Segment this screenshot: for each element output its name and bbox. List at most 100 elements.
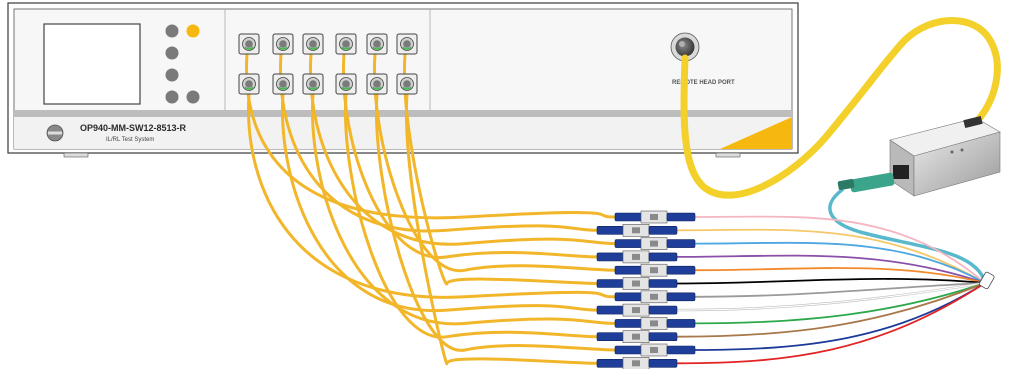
- instrument-chassis: [7, 2, 799, 158]
- port-green-mark: [372, 86, 382, 90]
- jumper-fiber: [404, 92, 599, 365]
- port-ferrule: [373, 40, 381, 48]
- adapter-connector-left: [614, 239, 644, 248]
- adapter-icon: [614, 237, 696, 250]
- port-green-mark: [244, 46, 254, 50]
- adapter-icon: [596, 303, 678, 317]
- port-connector-icon[interactable]: [272, 33, 294, 55]
- remote-head-cable: [680, 17, 1001, 199]
- jumper-fiber: [308, 52, 617, 246]
- fanout-fiber: [694, 267, 986, 284]
- port-connector-icon[interactable]: [302, 73, 324, 95]
- port-green-mark: [341, 46, 351, 50]
- port-connector-icon[interactable]: [396, 33, 418, 55]
- fanout-fiber: [694, 282, 986, 298]
- control-button[interactable]: [186, 90, 200, 104]
- fanout-fiber: [676, 282, 986, 365]
- adapter-connector-right: [648, 305, 678, 315]
- port-connector-icon[interactable]: [272, 73, 294, 95]
- adapter-connector-right: [666, 292, 696, 302]
- subtitle-label: IL/RL Test System: [106, 137, 154, 143]
- jumper-fiber: [247, 92, 617, 299]
- adapter-icon: [614, 263, 696, 277]
- fanout-boot: [979, 271, 995, 290]
- adapter-icon: [614, 210, 696, 224]
- adapter-connector-left: [614, 345, 644, 355]
- fanout-fiber: [694, 215, 986, 284]
- port-connector-icon[interactable]: [366, 73, 388, 95]
- adapter-connector-right: [648, 332, 678, 342]
- adapter-connector-left: [596, 279, 626, 288]
- adapter-icon: [596, 224, 678, 237]
- port-green-mark: [278, 86, 288, 90]
- jumper-fiber: [372, 52, 617, 272]
- power-button-icon[interactable]: [165, 24, 179, 38]
- port-ferrule: [342, 40, 350, 48]
- port-connector-icon[interactable]: [366, 33, 388, 55]
- adapter-coupler-key: [632, 253, 640, 260]
- port-connector-icon[interactable]: [396, 73, 418, 95]
- port-ferrule: [245, 80, 253, 88]
- port-connector-icon[interactable]: [335, 73, 357, 95]
- port-ferrule: [279, 80, 287, 88]
- adapter-icon: [614, 343, 696, 357]
- port-ferrule: [373, 80, 381, 88]
- port-ferrule: [309, 80, 317, 88]
- control-button[interactable]: [165, 90, 179, 104]
- fanout-fiber: [676, 282, 986, 311]
- adapter-coupler-key: [650, 267, 658, 274]
- adapter-icon: [596, 330, 678, 344]
- port-connector-icon[interactable]: [335, 33, 357, 55]
- adapter-coupler-key: [650, 240, 658, 247]
- fanout-fiber: [676, 278, 986, 285]
- adapter-icon: [596, 356, 678, 369]
- control-button[interactable]: [165, 46, 179, 60]
- adapter-connector-left: [596, 226, 626, 235]
- remote-head-lead: [828, 188, 987, 284]
- adapter-connector-right: [648, 358, 678, 368]
- jumper-fiber: [343, 92, 599, 339]
- remote-head-icon[interactable]: [889, 115, 1001, 197]
- adapter-icon: [614, 317, 696, 330]
- model-label: OP940-MM-SW12-8513-R: [80, 123, 187, 133]
- adapter-connector-right: [666, 212, 696, 222]
- adapter-connector-left: [614, 319, 644, 328]
- jumper-fiber: [402, 52, 599, 286]
- adapter-icon: [596, 250, 678, 264]
- adapter-connector-right: [648, 226, 678, 235]
- display-screen: [43, 23, 141, 105]
- control-buttons: [165, 24, 200, 104]
- fanout-fiber: [676, 282, 986, 338]
- fanout-fiber: [676, 254, 986, 284]
- port-connector-icon[interactable]: [238, 33, 260, 55]
- accent-button[interactable]: [186, 24, 200, 38]
- adapter-icon: [614, 290, 696, 304]
- remote-head-connector: [837, 172, 895, 193]
- port-green-mark: [402, 86, 412, 90]
- fanout-fiber: [694, 282, 986, 351]
- adapter-connector-left: [596, 252, 626, 262]
- adapter-coupler-key: [650, 214, 658, 220]
- port-connector-icon[interactable]: [238, 73, 260, 95]
- jumper-fiber: [310, 92, 617, 326]
- adapter-coupler-key: [650, 320, 658, 327]
- port-layer: [238, 33, 418, 95]
- port-ferrule: [403, 40, 411, 48]
- port-ferrule: [279, 40, 287, 48]
- handle-icon: [46, 124, 64, 142]
- jumper-fiber: [245, 52, 617, 220]
- control-button[interactable]: [165, 68, 179, 82]
- adapter-connector-left: [596, 358, 626, 368]
- remote-head-port[interactable]: [670, 32, 700, 62]
- remote-port-label: REMOTE HEAD PORT: [672, 80, 735, 86]
- fiber-layer: [245, 17, 1001, 369]
- port-green-mark: [308, 46, 318, 50]
- adapter-connector-left: [614, 292, 644, 302]
- adapter-connector-right: [648, 279, 678, 288]
- adapter-connector-right: [666, 239, 696, 248]
- port-connector-icon[interactable]: [302, 33, 324, 55]
- adapter-connector-left: [596, 332, 626, 342]
- jumper-fiber: [280, 92, 599, 312]
- accent-corner: [720, 117, 792, 149]
- adapter-connector-left: [614, 212, 644, 222]
